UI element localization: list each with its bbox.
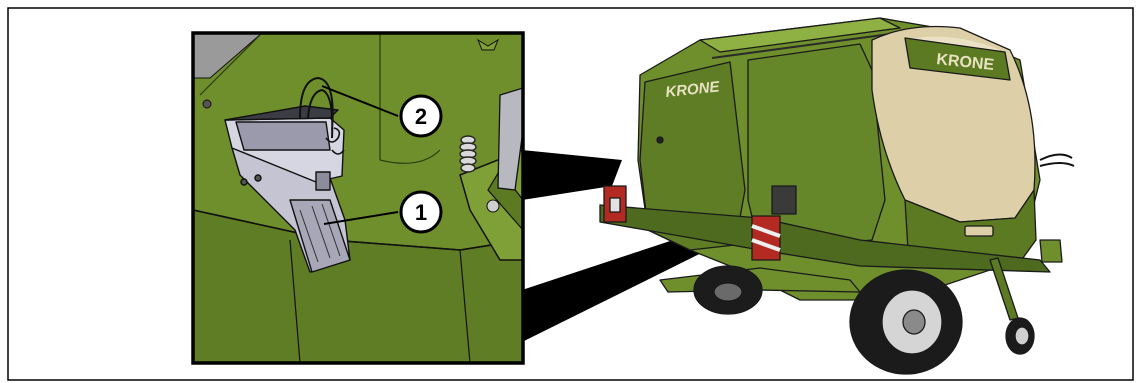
holder-latch — [316, 172, 330, 190]
reflector-right — [752, 216, 780, 260]
callout-2-number: 2 — [415, 104, 427, 129]
callout-1-number: 1 — [415, 200, 427, 225]
tailgate-badge — [965, 226, 993, 236]
holder-screw-1 — [241, 179, 247, 185]
side-panel-dot — [657, 137, 663, 143]
main-wheel-hub — [903, 310, 925, 334]
inset-fastener — [203, 100, 211, 108]
gauge-wheel-rim — [1015, 327, 1029, 345]
holder-lid-inner — [236, 122, 330, 150]
inset-spring — [460, 136, 476, 172]
detail-inset — [193, 33, 523, 363]
document-box-on-machine — [772, 186, 796, 214]
rear-bracket — [1040, 240, 1062, 262]
inset-bolt — [487, 200, 499, 212]
front-wheel-hub — [714, 283, 742, 301]
holder-screw-2 — [255, 175, 261, 181]
reflector-lens-left — [610, 198, 620, 212]
